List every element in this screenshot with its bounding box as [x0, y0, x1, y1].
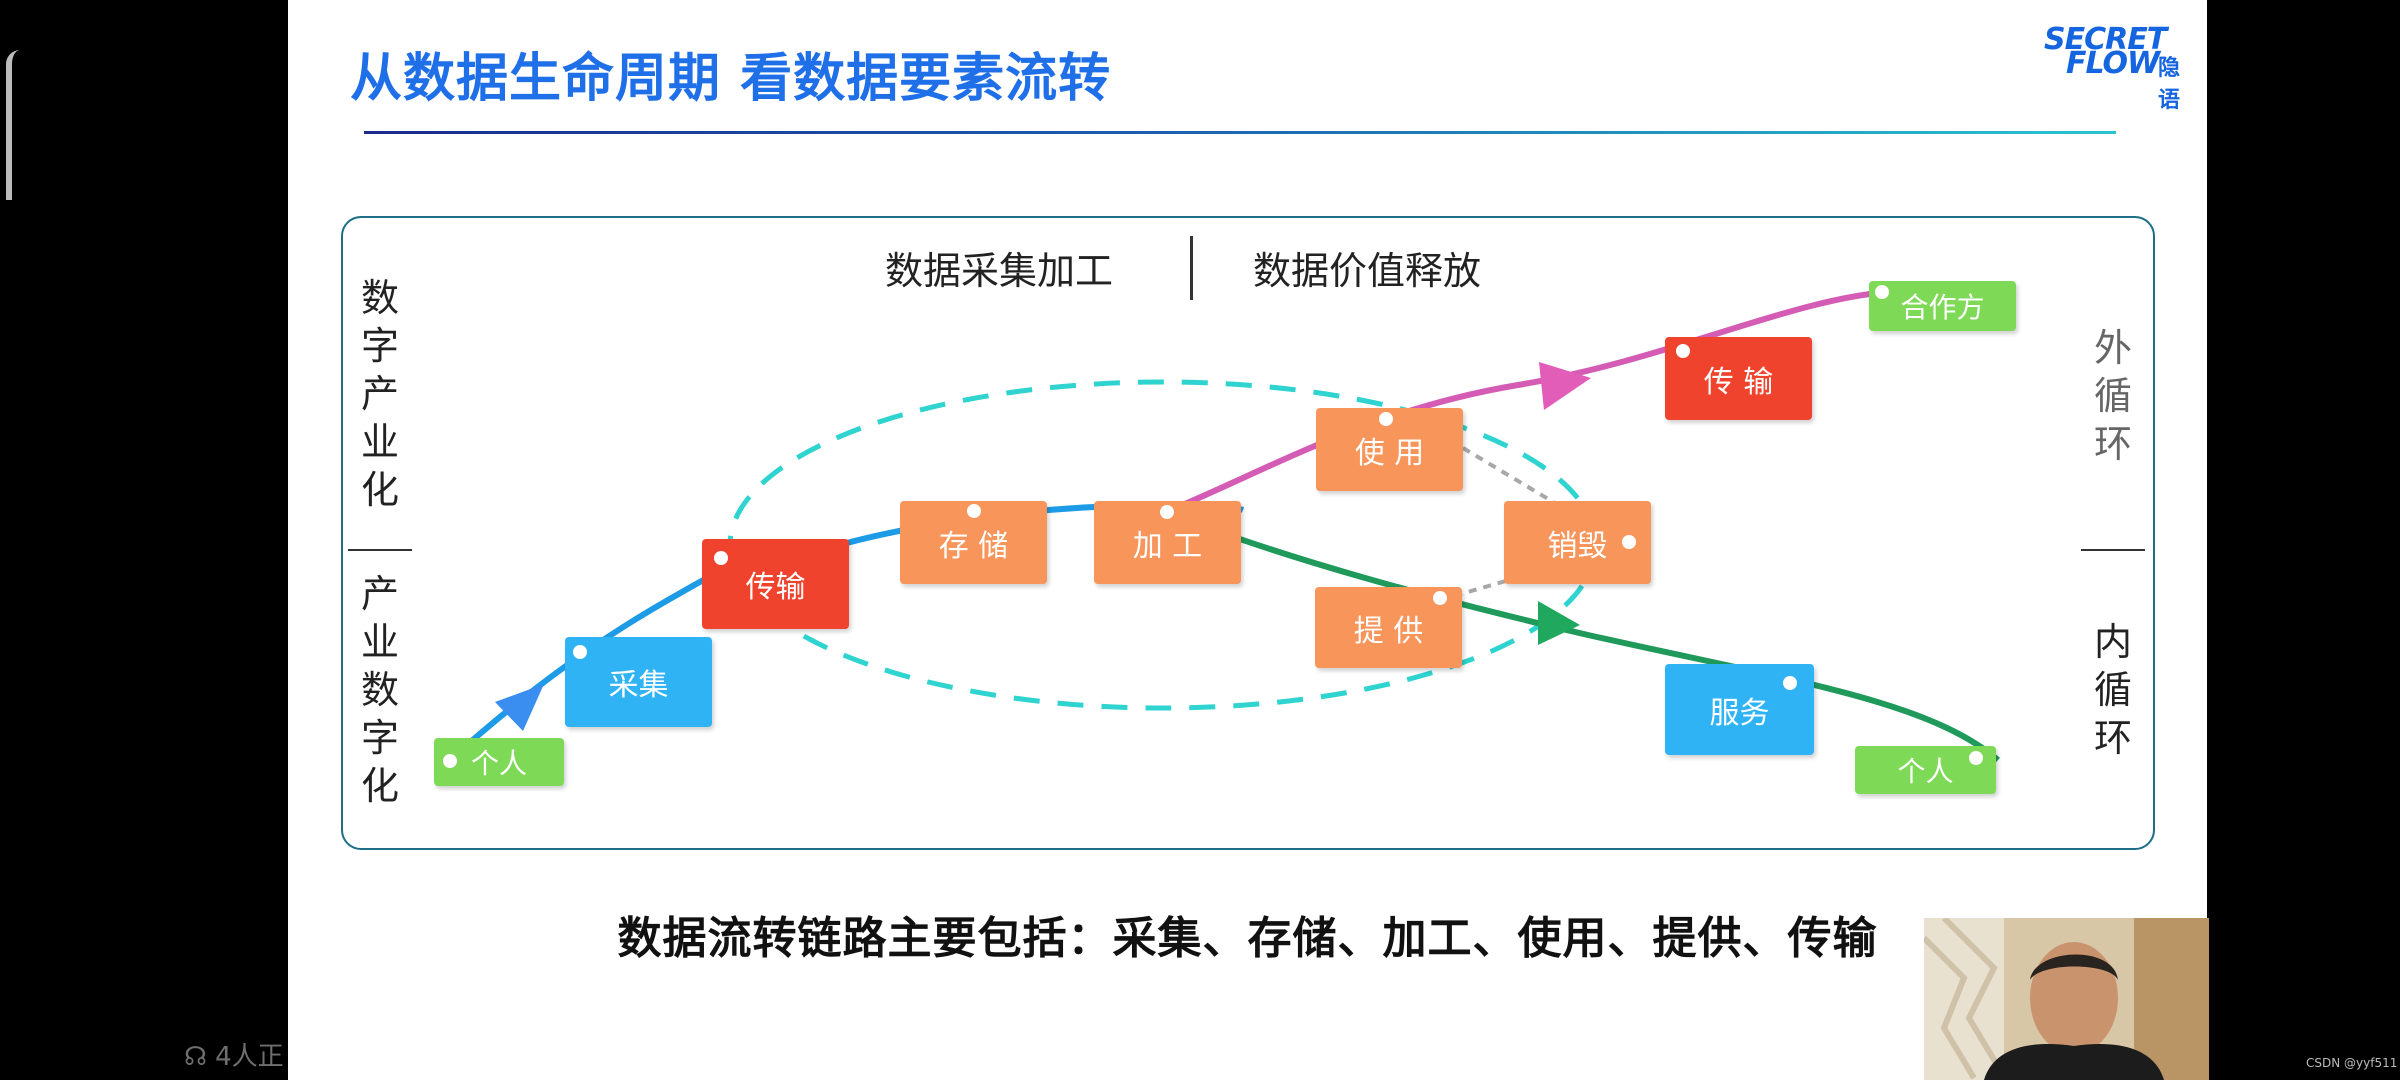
label-digital-industrialization: 数 字 产 业 化: [360, 276, 399, 512]
node-transmit-right: 传 输: [1665, 337, 1812, 420]
node-dot: [573, 645, 587, 659]
presenter-webcam-video: [1924, 918, 2209, 1080]
label-industrial-digitalization: 产 业 数 字 化: [360, 572, 399, 808]
node-dot: [1676, 344, 1690, 358]
slide: 从数据生命周期 看数据要素流转 SECRET FLOW 隐语 数据采集加工 数据…: [288, 0, 2207, 1080]
node-use: 使 用: [1316, 408, 1463, 491]
node-transmit-left: 传输: [702, 539, 849, 629]
diagram-frame: [341, 216, 2155, 850]
label-inner-loop: 内 循 环: [2093, 620, 2132, 760]
node-partner: 合作方: [1869, 281, 2016, 331]
slide-caption: 数据流转链路主要包括：采集、存储、加工、使用、提供、传输: [617, 913, 1878, 964]
header-data-collection: 数据采集加工: [885, 249, 1114, 293]
label-outer-loop: 外 循 环: [2093, 326, 2132, 466]
logo-line1: SECRET: [2044, 22, 2167, 57]
node-person-left: 个人: [434, 738, 564, 786]
node-collect: 采集: [565, 637, 712, 727]
right-divider: [2081, 549, 2145, 551]
headset-icon: ☊: [184, 1042, 208, 1072]
node-person-right: 个人: [1855, 746, 1996, 794]
logo-line3: 隐语: [2158, 56, 2181, 113]
node-dot: [1875, 285, 1889, 299]
node-dot: [714, 551, 728, 565]
node-destroy: 销毁: [1504, 501, 1651, 584]
green-curve: [1164, 509, 2000, 763]
scrollbar[interactable]: [6, 50, 20, 200]
viewer-count: ☊4人正: [184, 1042, 284, 1072]
node-dot: [967, 504, 981, 518]
node-dot: [1783, 676, 1797, 690]
presenter-image: [1924, 918, 2209, 1080]
watermark: CSDN @yyf511: [2306, 1056, 2398, 1070]
pink-arrowhead: [1539, 362, 1591, 410]
node-dot: [443, 754, 457, 768]
node-dot: [1969, 751, 1983, 765]
pink-curve: [1164, 287, 1979, 515]
node-dot: [1622, 535, 1636, 549]
slide-title: 从数据生命周期 看数据要素流转: [350, 49, 1112, 109]
node-provide: 提 供: [1315, 587, 1462, 668]
node-dot: [1379, 412, 1393, 426]
secretflow-logo: SECRET FLOW 隐语: [2036, 20, 2196, 113]
logo-line2: FLOW: [2066, 46, 2160, 81]
left-divider: [348, 549, 412, 551]
node-store: 存 储: [900, 501, 1047, 584]
green-arrowhead: [1538, 601, 1580, 645]
node-dot: [1160, 505, 1174, 519]
node-service: 服务: [1665, 664, 1814, 755]
header-value-release: 数据价值释放: [1253, 249, 1482, 293]
node-dot: [1433, 591, 1447, 605]
node-process: 加 工: [1094, 501, 1241, 584]
blue-arrowhead: [495, 684, 544, 731]
header-separator: [1190, 236, 1193, 300]
title-divider: [364, 131, 2116, 134]
